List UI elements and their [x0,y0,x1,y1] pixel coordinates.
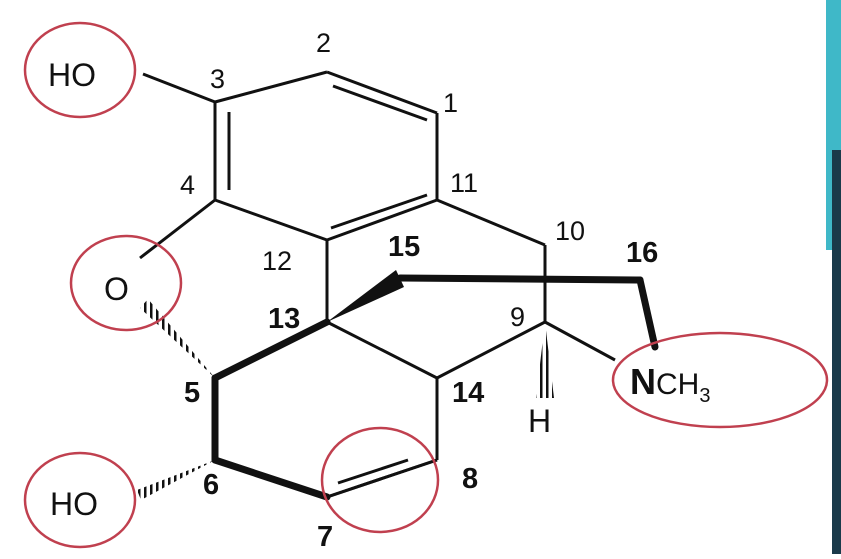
position-8: 8 [462,463,478,495]
position-14: 14 [452,377,484,409]
position-5: 5 [184,377,200,409]
alkene-highlight [320,426,440,534]
position-6: 6 [203,469,219,501]
label-n-symbol: N [630,361,656,402]
ncH3-highlight [611,331,829,429]
double-bond-7-8 [326,458,438,499]
wedge-bonds [327,270,404,322]
position-3: 3 [210,64,225,94]
aromatic-ring [213,70,439,242]
position-13: 13 [268,303,300,335]
position-10: 10 [555,216,585,246]
label-ho-top: HO [48,57,96,93]
position-4: 4 [180,170,195,200]
ho-top-highlight [23,21,137,119]
hashed-bonds [137,299,554,500]
dark-accent-band [832,150,841,554]
position-15: 15 [388,231,420,263]
bold-bonds [211,274,659,501]
label-h: H [528,403,551,439]
position-1: 1 [443,88,458,118]
label-nch3: NCH3 [630,361,710,407]
position-9: 9 [510,302,525,332]
oxygen-highlight [69,234,183,332]
position-2: 2 [316,28,331,58]
label-ch3-subscript: 3 [699,385,710,407]
highlight-circles [23,21,829,549]
label-oxygen: O [104,271,129,307]
position-12: 12 [262,246,292,276]
ho-bottom-highlight [23,451,137,549]
label-ch: CH [656,368,699,401]
position-11: 11 [450,168,478,198]
position-16: 16 [626,237,658,269]
position-7: 7 [317,521,333,553]
label-ho-bottom: HO [50,486,98,522]
